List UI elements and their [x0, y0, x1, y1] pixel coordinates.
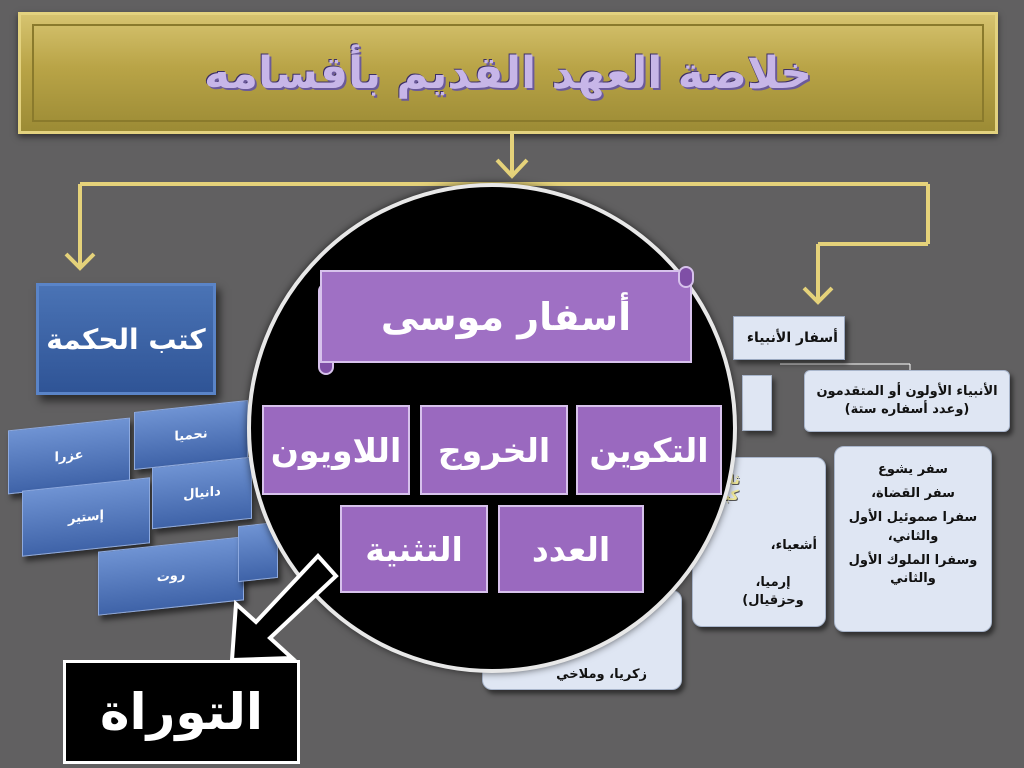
former-header-line2: (وعدد أسفاره ستة) [844, 402, 970, 417]
title-banner [18, 12, 998, 134]
books-of-moses-header: أسفار موسى [320, 270, 692, 363]
torah-label: التوراة [63, 660, 300, 764]
book-numbers: العدد [498, 505, 644, 593]
page-title: خلاصة العهد القديم بأقسامه [204, 47, 812, 99]
book-exodus: الخروج [420, 405, 568, 495]
list-item: أشعياء، [770, 538, 817, 553]
list-item: سفر القضاة، [871, 486, 955, 502]
list-item: سفرا صموئيل الأول والثاني، [848, 510, 978, 544]
scroll-roll-right [678, 266, 694, 288]
list-item: إرميا، وحزقيال) [742, 575, 804, 608]
book-genesis: التكوين [576, 405, 722, 495]
prophets-header: أسفار الأنبياء [733, 316, 845, 360]
former-prophets-list: سفر يشوع سفر القضاة، سفرا صموئيل الأول و… [834, 446, 992, 632]
list-item: زكريا، وملاخي [556, 667, 647, 682]
list-item: سفر يشوع [878, 462, 948, 477]
list-item: وسفرا الملوك الأول والثاني [848, 552, 978, 586]
wisdom-books-header: كتب الحكمة [36, 283, 216, 395]
title-frame: خلاصة العهد القديم بأقسامه [32, 24, 984, 122]
major-prophets-stub [742, 375, 772, 431]
former-prophets-header: الأنبياء الأولون أو المتقدمون (وعدد أسفا… [804, 370, 1010, 432]
book-deuteronomy: التثنية [340, 505, 488, 593]
book-leviticus: اللاويون [262, 405, 410, 495]
former-header-line1: الأنبياء الأولون أو المتقدمون [816, 384, 998, 400]
